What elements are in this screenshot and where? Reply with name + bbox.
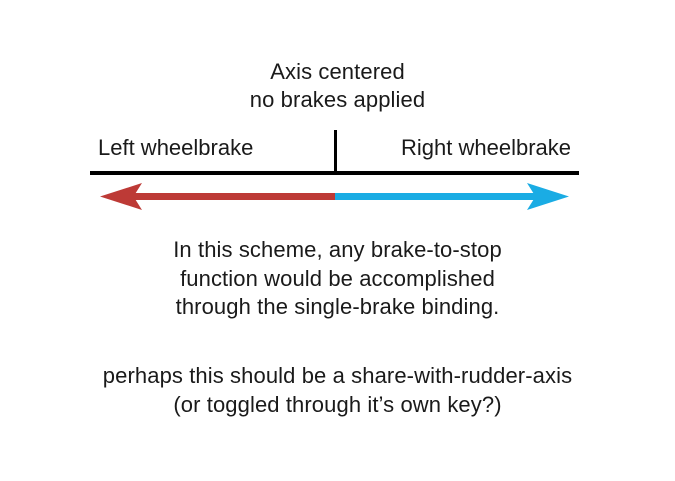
left-arrow-icon [100,183,335,210]
note-paragraph-1-line-1: In this scheme, any brake-to-stop [173,237,502,262]
axis-label-row: Left wheelbrake Right wheelbrake [90,128,579,172]
note-paragraph-2-line-2: (or toggled through it’s own key?) [173,391,502,417]
right-arrow-icon [335,183,569,210]
axis-arrow-group [90,180,579,214]
axis-caption: Axis centered no brakes applied [0,58,675,113]
wheelbrake-axis-diagram: Left wheelbrake Right wheelbrake [90,128,579,214]
note-paragraph-1: In this scheme, any brake-to-stop functi… [0,236,675,322]
note-paragraph-1-line-3: through the single-brake binding. [175,294,500,320]
axis-center-tick [334,130,337,172]
axis-caption-line-1: Axis centered [270,59,405,84]
note-paragraph-2-line-1: perhaps this should be a share-with-rudd… [102,363,573,388]
axis-label-right-wheelbrake: Right wheelbrake [401,135,571,160]
note-paragraph-2: perhaps this should be a share-with-rudd… [0,362,675,419]
note-paragraph-1-line-2: function would be accomplished [180,265,495,291]
axis-horizontal-rule [90,171,579,175]
axis-label-left-wheelbrake: Left wheelbrake [98,135,254,160]
axis-caption-line-2: no brakes applied [249,86,426,112]
